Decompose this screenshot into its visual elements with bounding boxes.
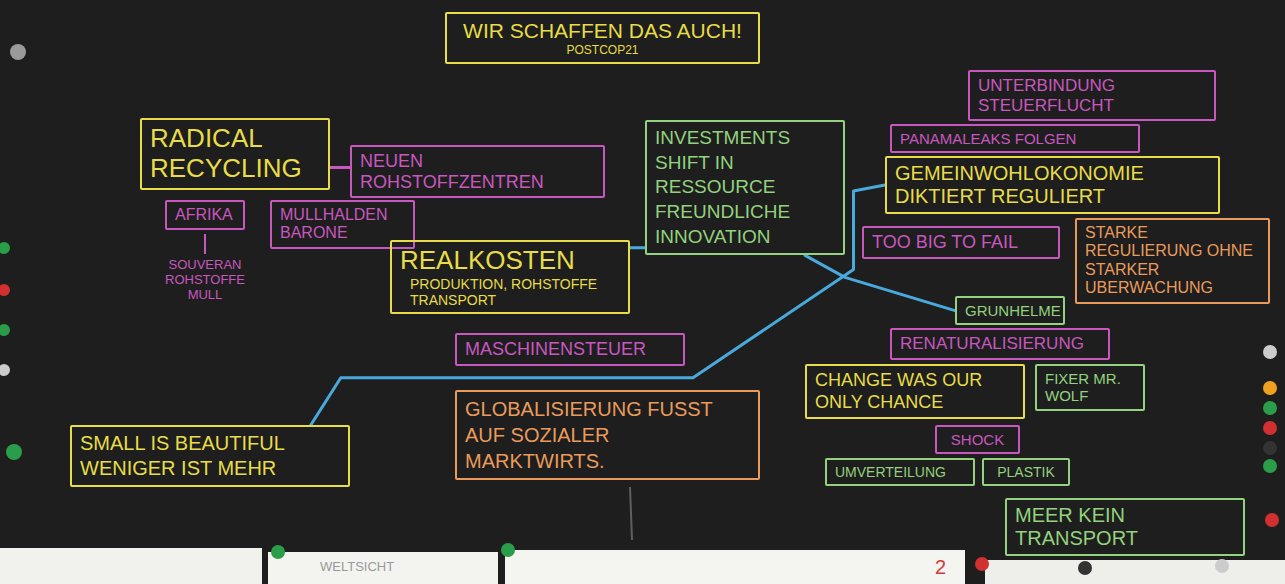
box-text: SHOCK	[945, 431, 1010, 448]
idea-box: RENATURALISIERUNG	[890, 328, 1110, 360]
box-text: PLASTIK	[992, 464, 1060, 480]
box-text: GEMEINWOHLOKONOMIE DIKTIERT REGULIERT	[895, 162, 1210, 208]
box-text: FIXER MR. WOLF	[1045, 370, 1135, 405]
topic-box: REALKOSTENPRODUKTION, ROHSTOFFE TRANSPOR…	[390, 240, 630, 314]
note-text: SOUVERAN ROHSTOFFE MULL	[150, 258, 260, 303]
box-text: GLOBALISIERUNG FUSST AUF SOZIALER MARKTW…	[465, 396, 750, 474]
paper-sheet	[985, 560, 1285, 584]
idea-box: NEUEN ROHSTOFFZENTREN	[350, 145, 605, 198]
box-text: RADICAL RECYCLING	[150, 124, 320, 184]
topic-box: GEMEINWOHLOKONOMIE DIKTIERT REGULIERT	[885, 156, 1220, 214]
box-subtext: POSTCOP21	[455, 43, 750, 57]
box-text: STARKE REGULIERUNG OHNE STARKER UBERWACH…	[1085, 224, 1260, 298]
idea-box: UMVERTEILUNG	[825, 458, 975, 486]
magnet	[501, 543, 515, 557]
box-text: GRUNHELME	[965, 302, 1055, 319]
box-text: MEER KEIN TRANSPORT	[1015, 504, 1235, 550]
idea-box: SHOCK	[935, 425, 1020, 454]
box-text: MASCHINENSTEUER	[465, 339, 675, 360]
box-text: INVESTMENTS SHIFT IN RESSOURCE FREUNDLIC…	[655, 126, 835, 249]
leader-line	[204, 234, 206, 254]
magnet	[0, 284, 10, 296]
magnet	[1263, 381, 1277, 395]
magnet	[1263, 441, 1277, 455]
topic-box: GLOBALISIERUNG FUSST AUF SOZIALER MARKTW…	[455, 390, 760, 480]
idea-box: MASCHINENSTEUER	[455, 333, 685, 366]
magnet	[1078, 561, 1092, 575]
box-text: MULLHALDEN BARONE	[280, 206, 405, 243]
chalk-connector	[805, 255, 955, 310]
idea-box: FIXER MR. WOLF	[1035, 364, 1145, 411]
magnet	[1265, 513, 1279, 527]
magnet	[1263, 421, 1277, 435]
box-text: SMALL IS BEAUTIFUL WENIGER IST MEHR	[80, 431, 340, 481]
magnet	[975, 557, 989, 571]
magnet	[6, 444, 22, 460]
paper-text: WELTSICHT	[320, 560, 440, 575]
box-text: UMVERTEILUNG	[835, 464, 965, 480]
topic-box: SMALL IS BEAUTIFUL WENIGER IST MEHR	[70, 425, 350, 487]
box-text: WIR SCHAFFEN DAS AUCH!	[455, 18, 750, 43]
box-text: TOO BIG TO FAIL	[872, 232, 1050, 253]
idea-box: TOO BIG TO FAIL	[862, 226, 1060, 259]
magnet	[0, 242, 10, 254]
box-text: AFRIKA	[175, 206, 235, 224]
chalk-connector	[330, 166, 350, 169]
magnet	[1263, 401, 1277, 415]
box-text: PANAMALEAKS FOLGEN	[900, 130, 1130, 147]
topic-box: RADICAL RECYCLING	[140, 118, 330, 190]
idea-box: PLASTIK	[982, 458, 1070, 486]
idea-box: INVESTMENTS SHIFT IN RESSOURCE FREUNDLIC…	[645, 120, 845, 255]
chalk-smudge	[630, 487, 632, 540]
idea-box: PANAMALEAKS FOLGEN	[890, 124, 1140, 153]
idea-box: AFRIKA	[165, 200, 245, 230]
paper-sheet	[268, 552, 498, 584]
chalk-connector	[630, 246, 645, 249]
idea-box: UNTERBINDUNG STEUERFLUCHT	[968, 70, 1216, 121]
headline-box: WIR SCHAFFEN DAS AUCH!POSTCOP21	[445, 12, 760, 64]
box-text: RENATURALISIERUNG	[900, 334, 1100, 354]
paper-sheet	[505, 550, 965, 584]
idea-box: MEER KEIN TRANSPORT	[1005, 498, 1245, 556]
paper-sheet	[0, 548, 262, 584]
magnet	[271, 545, 285, 559]
box-subtext: PRODUKTION, ROHSTOFFE TRANSPORT	[400, 276, 620, 308]
magnet	[10, 44, 26, 60]
box-text: NEUEN ROHSTOFFZENTREN	[360, 151, 595, 192]
magnet	[0, 364, 10, 376]
magnet	[1263, 459, 1277, 473]
idea-box: STARKE REGULIERUNG OHNE STARKER UBERWACH…	[1075, 218, 1270, 304]
magnet	[1263, 345, 1277, 359]
topic-box: CHANGE WAS OUR ONLY CHANCE	[805, 364, 1025, 419]
magnet	[0, 324, 10, 336]
box-text: REALKOSTEN	[400, 246, 620, 276]
chalk-connector	[311, 185, 885, 425]
magnet	[1215, 559, 1229, 573]
box-text: CHANGE WAS OUR ONLY CHANCE	[815, 370, 1015, 413]
idea-box: GRUNHELME	[955, 296, 1065, 325]
page-number: 2	[935, 556, 965, 579]
box-text: UNTERBINDUNG STEUERFLUCHT	[978, 76, 1206, 115]
